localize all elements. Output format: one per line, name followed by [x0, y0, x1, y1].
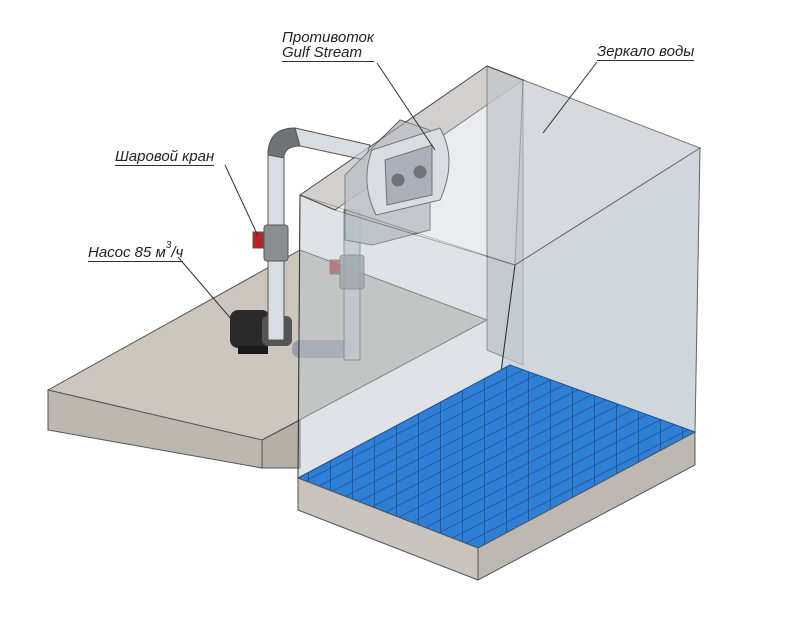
pump-label-text: Насос 85 м: [88, 244, 166, 261]
counterflow-label-line2: Gulf Stream: [282, 45, 374, 62]
pipework: [252, 127, 371, 361]
pump-label: Насос 85 м3/ч: [88, 240, 184, 262]
water-level-label: Зеркало воды: [597, 43, 695, 61]
pool-base: [297, 431, 696, 581]
leader-lines: [177, 61, 598, 321]
counterflow-label: Противоток Gulf Stream: [282, 30, 374, 62]
counterflow-label-line1: Противоток: [282, 29, 374, 46]
ball-valve-label: Шаровой кран: [115, 148, 215, 166]
counterflow-unit: [344, 119, 450, 246]
pump-label-suffix: /ч: [171, 244, 184, 261]
pump-label-superscript: 3: [165, 240, 172, 251]
